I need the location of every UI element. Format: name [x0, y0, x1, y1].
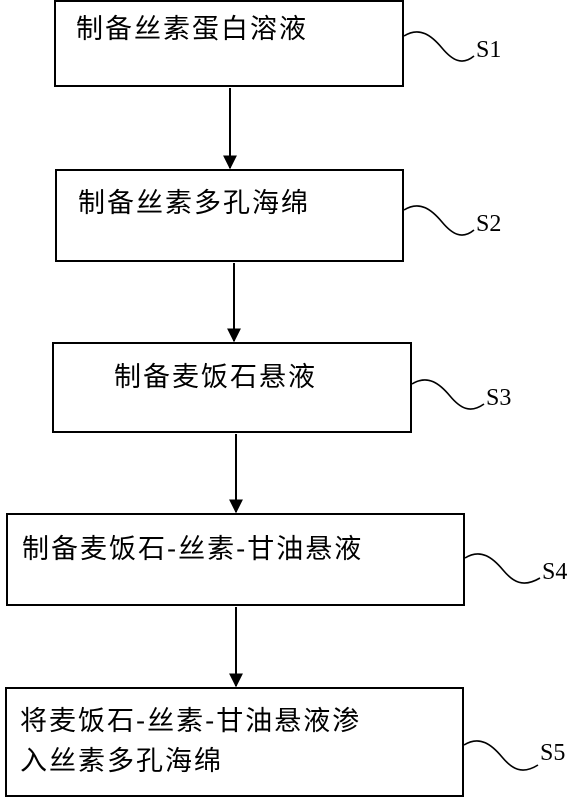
step-box-s5: [5, 687, 464, 797]
step-label-s4: S4: [542, 559, 568, 585]
step-box-s2: [55, 169, 404, 262]
step-label-s1: S1: [476, 37, 502, 63]
step-box-s1: [54, 0, 404, 87]
leader-s2: [403, 205, 475, 236]
leader-s3: [411, 379, 485, 410]
step-text-s5-line2: 入丝素多孔海绵: [20, 746, 223, 777]
step-box-s3: [52, 342, 412, 433]
step-label-s3: S3: [486, 385, 512, 411]
step-label-s5: S5: [540, 740, 566, 766]
step-text-s5-line1: 将麦饭石-丝素-甘油悬液渗: [20, 706, 362, 737]
step-text-s4: 制备麦饭石-丝素-甘油悬液: [22, 534, 364, 565]
step-label-s2: S2: [476, 211, 502, 237]
leader-s5: [463, 740, 539, 771]
step-box-s4: [6, 513, 465, 606]
leader-s4: [464, 553, 541, 584]
step-text-s3: 制备麦饭石悬液: [114, 362, 317, 393]
leader-s1: [403, 31, 475, 62]
step-text-s1: 制备丝素蛋白溶液: [76, 14, 308, 45]
step-text-s2: 制备丝素多孔海绵: [78, 188, 310, 219]
